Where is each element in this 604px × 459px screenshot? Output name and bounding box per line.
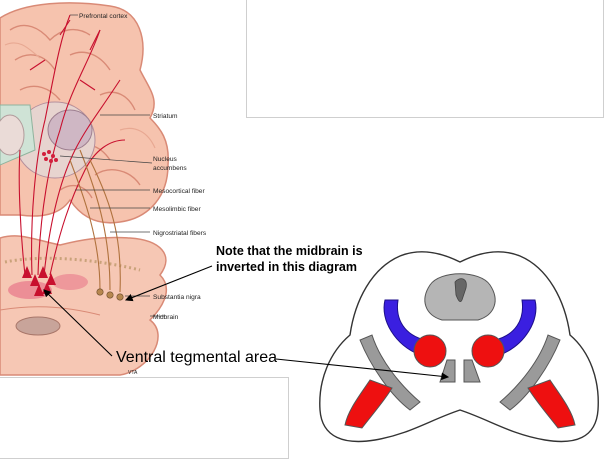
nigrostriatal-fibers bbox=[69, 149, 121, 293]
label-vta-small: VTA bbox=[128, 370, 138, 376]
note-line-2: inverted in this diagram bbox=[216, 260, 357, 274]
red-region-right bbox=[527, 379, 576, 429]
label-nigrostriatal: Nigrostriatal fibers bbox=[153, 230, 207, 237]
label-midbrain: Midbrain bbox=[153, 314, 179, 321]
gray-band-left bbox=[359, 334, 421, 411]
label-substantia-nigra: Substantia nigra bbox=[153, 294, 201, 301]
dopamine-fibers bbox=[18, 14, 126, 276]
red-nucleus-right bbox=[471, 334, 505, 368]
label-accumbens: accumbens bbox=[153, 165, 187, 172]
label-prefrontal-cortex: Prefrontal cortex bbox=[79, 13, 128, 20]
red-nucleus-left bbox=[413, 334, 447, 368]
note-line-1: Note that the midbrain is bbox=[216, 244, 363, 258]
substantia-nigra-neurons bbox=[96, 288, 124, 301]
vta-gray-right bbox=[463, 359, 481, 383]
cerebral-aqueduct bbox=[454, 278, 467, 303]
label-nucleus: Nucleus bbox=[153, 156, 178, 163]
arrow-vta-to-cross-section bbox=[275, 358, 450, 381]
cross-section-outline bbox=[319, 251, 599, 443]
vta-label: Ventral tegmental area bbox=[116, 349, 277, 366]
blank-panel-bottom bbox=[0, 377, 289, 459]
arrow-vta-to-illustration bbox=[43, 289, 113, 357]
label-striatum: Striatum bbox=[153, 113, 178, 120]
label-leaders bbox=[59, 14, 165, 317]
blank-panel-top bbox=[246, 0, 604, 118]
label-mesocortical: Mesocortical fiber bbox=[153, 188, 205, 195]
label-mesolimbic: Mesolimbic fiber bbox=[153, 206, 201, 213]
gray-band-right bbox=[499, 334, 561, 411]
red-region-left bbox=[344, 379, 393, 429]
nucleus-accumbens-dots bbox=[42, 150, 58, 163]
vta-neuron-triangles bbox=[22, 266, 56, 296]
arrow-note-to-midbrain bbox=[124, 265, 213, 302]
